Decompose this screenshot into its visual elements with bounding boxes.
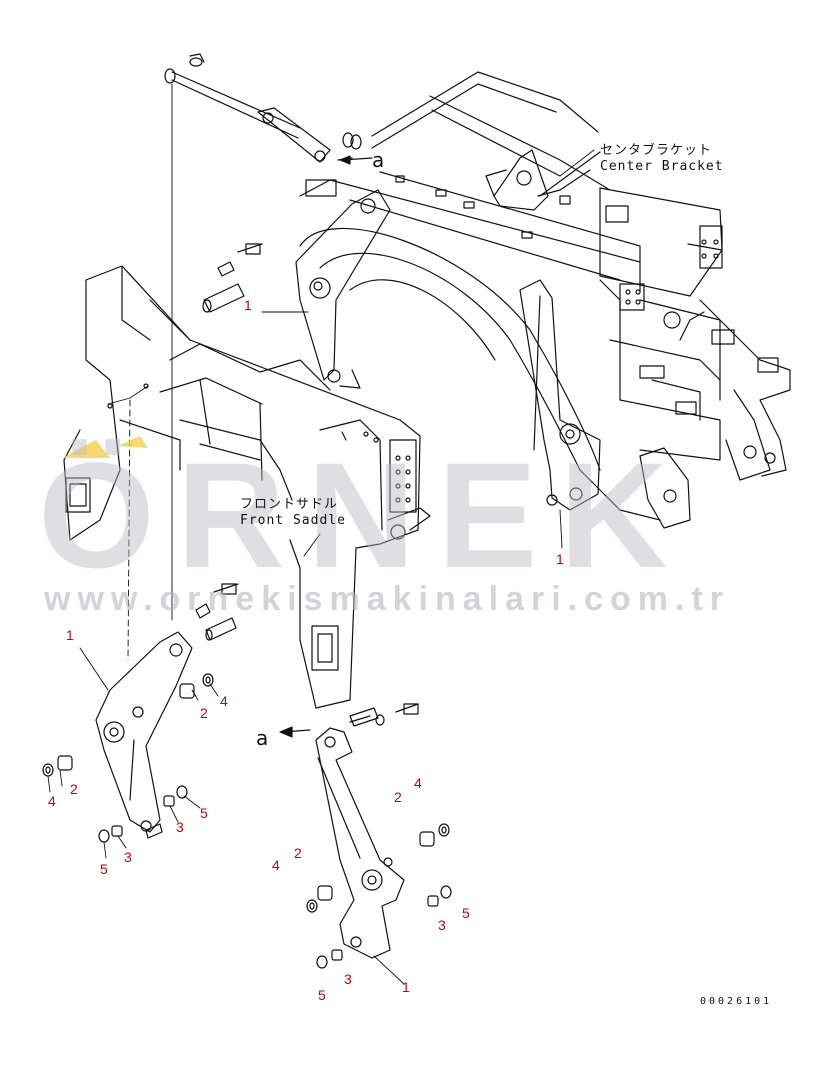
ref-arrows [279, 155, 373, 738]
front-saddle [63, 265, 431, 709]
center-bracket [485, 149, 601, 211]
lower-arm-right [306, 703, 452, 969]
callout-3: 3 [438, 917, 446, 933]
center-frame-arm-right [519, 279, 601, 511]
callout-1: 1 [556, 551, 564, 567]
callout-2: 2 [394, 789, 402, 805]
callout-5: 5 [462, 905, 470, 921]
callout-1: 1 [244, 297, 252, 313]
ref-mark-a-lower: a [256, 726, 269, 750]
callout-4: 4 [414, 775, 422, 791]
front-saddle-label-jp: フロントサドル [240, 497, 339, 512]
watermark-url: www.ornekismakinalari.com.tr [44, 580, 731, 618]
callout-1: 1 [66, 627, 74, 643]
center-frame [299, 71, 791, 529]
watermark-accent [62, 440, 110, 458]
tie-rod-assembly [164, 53, 362, 163]
callout-5: 5 [200, 805, 208, 821]
watermark-brand: ÖRNEK [38, 431, 690, 599]
center-bracket-label-jp: センタブラケット [600, 143, 713, 158]
callout-5: 5 [318, 987, 326, 1003]
callout-3: 3 [124, 849, 132, 865]
callout-5: 5 [100, 861, 108, 877]
center-bracket-label-en: Center Bracket [600, 159, 724, 174]
lower-arm-left [42, 583, 239, 843]
callout-leaders [47, 149, 595, 985]
callout-4: 4 [272, 857, 280, 873]
callout-3: 3 [344, 971, 352, 987]
front-saddle-label-en: Front Saddle [240, 513, 346, 528]
callout-1: 1 [402, 979, 410, 995]
callout-4: 4 [220, 693, 228, 709]
callout-3: 3 [176, 819, 184, 835]
callout-2: 2 [294, 845, 302, 861]
callout-2: 2 [70, 781, 78, 797]
ref-mark-a-upper: a [372, 148, 385, 172]
center-frame-arm-left [295, 189, 391, 389]
callout-2: 2 [200, 705, 208, 721]
callout-4: 4 [48, 793, 56, 809]
document-number: 00026101 [700, 996, 773, 1007]
pins-bolts-upper [202, 243, 263, 313]
